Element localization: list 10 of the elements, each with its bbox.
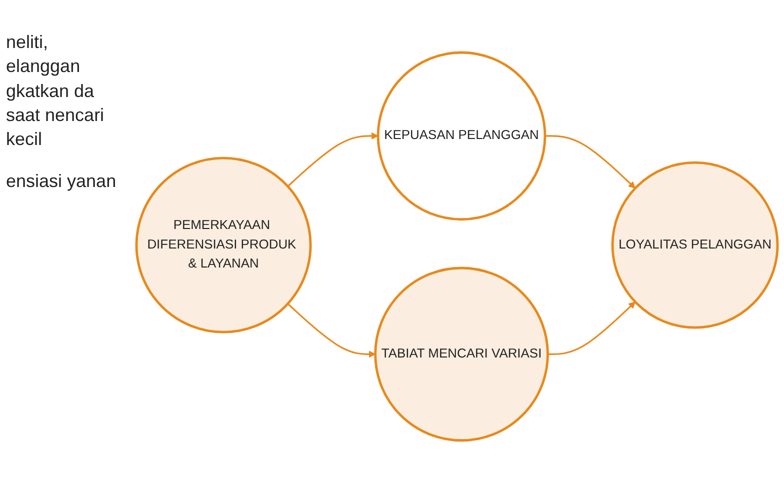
node-circle: TABIAT MENCARI VARIASI bbox=[374, 266, 549, 442]
body-text: ensiasi yanan bbox=[6, 170, 118, 194]
arrow bbox=[287, 302, 376, 358]
arrow bbox=[287, 132, 378, 187]
arrow bbox=[548, 301, 636, 355]
node-circle: KEPUASAN PELANGGAN bbox=[376, 50, 546, 220]
node-circle: LOYALITAS PELANGGAN bbox=[611, 160, 779, 328]
arrow bbox=[545, 134, 636, 188]
node-circle: PEMERKAYAAN DIFERENSIASI PRODUK & LAYANAN bbox=[135, 156, 312, 333]
body-text: neliti, elanggan gkatkan da saat nencari kecil bbox=[6, 31, 106, 152]
